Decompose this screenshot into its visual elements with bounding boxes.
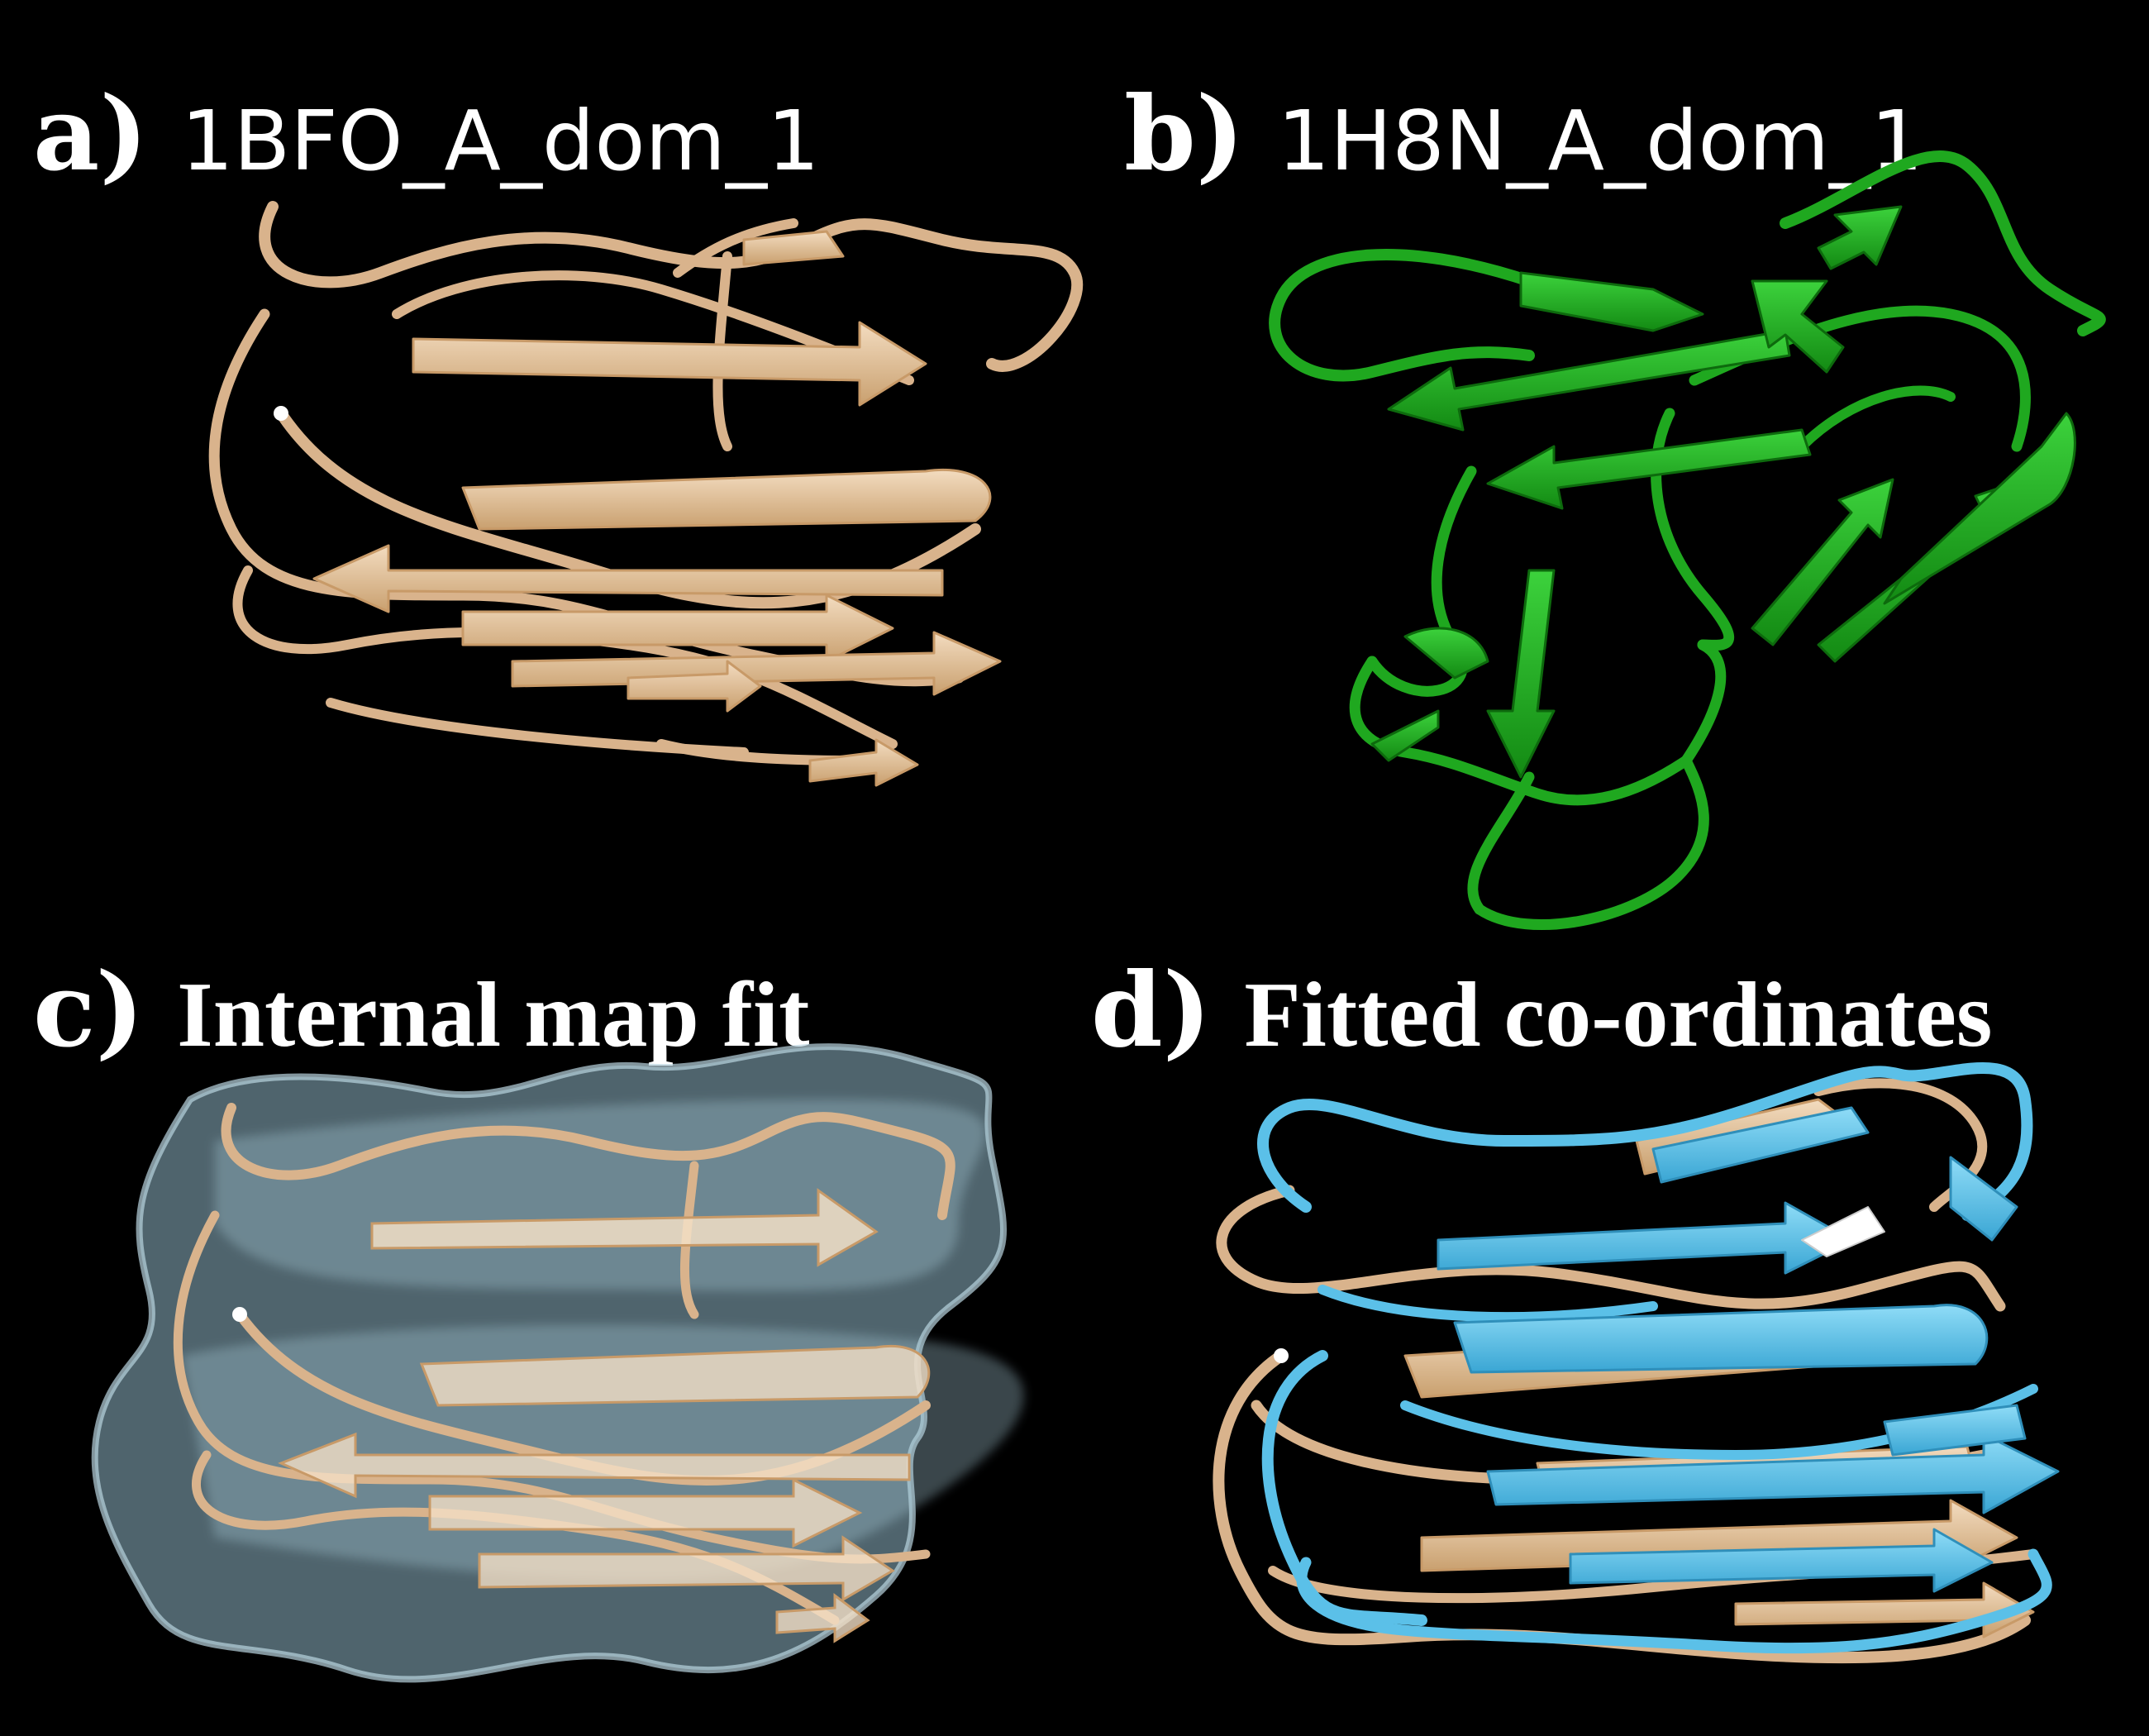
panel-b-structure [1269, 150, 2106, 930]
panel-b-letter: b) [1124, 74, 1245, 194]
panel-a-structure [208, 201, 1083, 787]
panel-d-structure [1213, 1062, 2060, 1664]
panel-c-structure [91, 1043, 1024, 1683]
panel-d-letter: d) [1091, 951, 1212, 1071]
panel-c-title: Internal map fit [177, 964, 810, 1066]
panel-b-title: 1H8N_A_dom_1 [1277, 93, 1923, 189]
panel-a-title: 1BFO_A_dom_1 [181, 93, 820, 189]
panel-b-label: b) 1H8N_A_dom_1 [1124, 74, 1923, 194]
panel-a-letter: a) [33, 74, 149, 194]
panel-a-label: a) 1BFO_A_dom_1 [33, 74, 820, 194]
panel-d-label: d) Fitted co-ordinates [1091, 951, 1993, 1071]
panel-d-title: Fitted co-ordinates [1244, 964, 1993, 1066]
panel-c-label: c) Internal map fit [33, 951, 809, 1071]
panel-c-letter: c) [33, 951, 145, 1071]
